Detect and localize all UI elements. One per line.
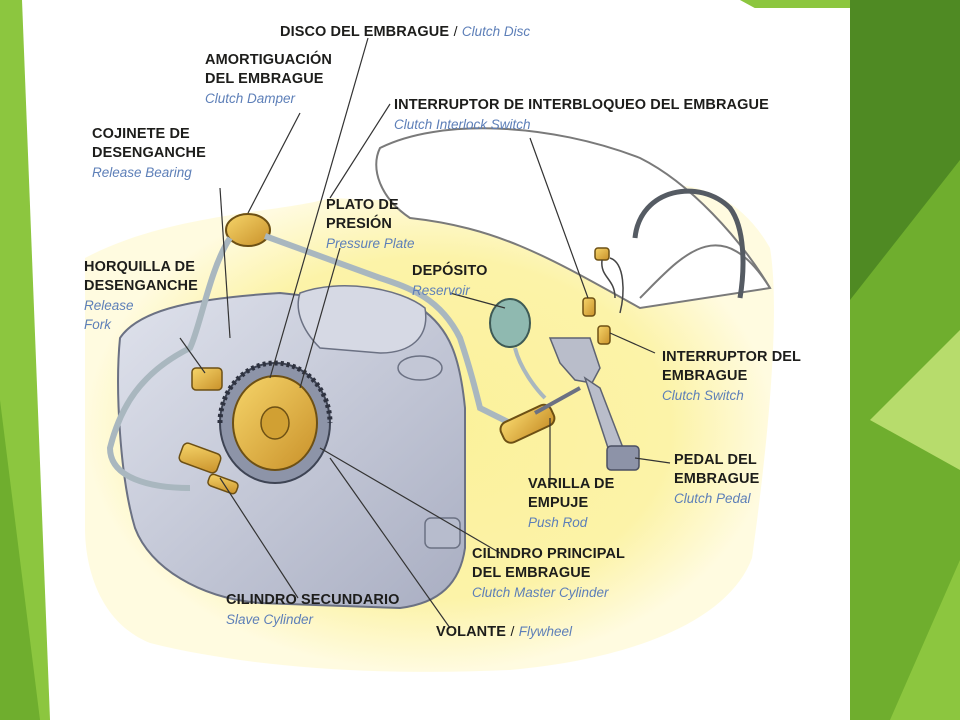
label-clutch-switch: INTERRUPTOR DEL EMBRAGUE Clutch Switch xyxy=(662,348,801,405)
engine-mount xyxy=(424,517,461,549)
label-reservoir-es: DEPÓSITO xyxy=(412,263,488,279)
leader-reservoir xyxy=(449,292,506,309)
release-fork-part xyxy=(191,367,223,391)
label-clutch-pedal-es-1: PEDAL DEL xyxy=(674,452,757,468)
label-interlock-switch-es: INTERRUPTOR DE INTERBLOQUEO DEL EMBRAGUE xyxy=(394,97,769,113)
label-push-rod-en: Push Rod xyxy=(528,515,588,530)
label-clutch-pedal: PEDAL DEL EMBRAGUE Clutch Pedal xyxy=(674,451,759,508)
label-reservoir: DEPÓSITO Reservoir xyxy=(412,262,487,300)
hydraulic-line-slave xyxy=(106,236,233,491)
label-flywheel-sep: / xyxy=(510,623,515,639)
label-reservoir-en: Reservoir xyxy=(412,283,470,298)
leader-interlock-2 xyxy=(529,137,589,299)
label-release-bearing-en: Release Bearing xyxy=(92,165,192,180)
clutch-system-diagram: DISCO DEL EMBRAGUE / Clutch Disc AMORTIG… xyxy=(80,8,850,720)
clutch-hub xyxy=(260,406,290,440)
label-clutch-disc: DISCO DEL EMBRAGUE / Clutch Disc xyxy=(280,22,530,42)
master-cylinder-body xyxy=(499,403,556,444)
label-clutch-pedal-es-2: EMBRAGUE xyxy=(674,471,760,487)
label-release-fork-es-1: HORQUILLA DE xyxy=(84,259,196,275)
reservoir-line xyxy=(513,347,547,400)
label-clutch-switch-en: Clutch Switch xyxy=(662,388,744,403)
clutch-damper-part xyxy=(225,213,271,247)
leader-lines xyxy=(179,37,671,629)
leader-flywheel xyxy=(329,457,451,629)
push-rod-part xyxy=(534,386,581,415)
label-pressure-plate: PLATO DE PRESIÓN Pressure Plate xyxy=(326,196,415,253)
label-interlock-switch: INTERRUPTOR DE INTERBLOQUEO DEL EMBRAGUE… xyxy=(394,96,769,134)
label-clutch-damper-en: Clutch Damper xyxy=(205,91,296,106)
leader-pedal xyxy=(634,457,671,464)
diagram-illustration xyxy=(85,37,774,672)
label-flywheel: VOLANTE / Flywheel xyxy=(436,622,572,642)
leader-master-cyl xyxy=(319,447,501,554)
label-master-cylinder: CILINDRO PRINCIPAL DEL EMBRAGUE Clutch M… xyxy=(472,545,625,602)
leader-clutch-disc xyxy=(269,37,369,379)
pedal-pad xyxy=(606,445,640,471)
hydraulic-line xyxy=(263,233,541,431)
label-master-cylinder-es-1: CILINDRO PRINCIPAL xyxy=(472,546,625,562)
label-clutch-disc-es: DISCO DEL EMBRAGUE xyxy=(280,24,450,40)
leader-pressure-plate xyxy=(299,247,341,389)
cable xyxy=(632,188,746,299)
label-release-fork: HORQUILLA DE DESENGANCHE Release Fork xyxy=(84,258,198,334)
switch-wires xyxy=(601,257,624,314)
label-release-fork-es-2: DESENGANCHE xyxy=(84,278,198,294)
label-clutch-disc-en: Clutch Disc xyxy=(461,24,531,39)
switch-connector xyxy=(594,247,610,261)
label-clutch-switch-es-2: EMBRAGUE xyxy=(662,368,748,384)
label-flywheel-es: VOLANTE xyxy=(436,624,506,640)
right-green-facet-pale xyxy=(870,330,960,470)
reservoir-body xyxy=(489,298,531,348)
label-release-bearing-es-2: DESENGANCHE xyxy=(92,145,206,161)
label-release-fork-en-1: Release xyxy=(84,298,134,313)
label-clutch-pedal-en: Clutch Pedal xyxy=(674,491,751,506)
label-clutch-disc-sep: / xyxy=(453,23,458,39)
leader-fork xyxy=(179,337,206,374)
label-slave-cylinder: CILINDRO SECUNDARIO Slave Cylinder xyxy=(226,591,400,629)
label-slave-cylinder-en: Slave Cylinder xyxy=(226,612,314,627)
leader-clutch-switch xyxy=(609,332,656,354)
leader-slave xyxy=(219,477,299,599)
label-pressure-plate-es-2: PRESIÓN xyxy=(326,216,392,232)
label-release-fork-en-2: Fork xyxy=(84,317,111,332)
interlock-switch-part xyxy=(582,297,596,317)
slave-cylinder-rod xyxy=(207,473,239,495)
left-green-facet-shade xyxy=(0,400,40,720)
leader-clutch-damper xyxy=(247,112,301,214)
label-clutch-switch-es-1: INTERRUPTOR DEL xyxy=(662,349,801,365)
engine-top xyxy=(297,285,427,354)
label-master-cylinder-es-2: DEL EMBRAGUE xyxy=(472,565,591,581)
label-release-bearing: COJINETE DE DESENGANCHE Release Bearing xyxy=(92,125,206,182)
label-clutch-damper: AMORTIGUACIÓN DEL EMBRAGUE Clutch Damper xyxy=(205,51,332,108)
leader-bearing xyxy=(219,187,231,339)
label-release-bearing-es-1: COJINETE DE xyxy=(92,126,190,142)
oil-cap xyxy=(397,355,443,381)
label-flywheel-en: Flywheel xyxy=(518,624,573,639)
label-slave-cylinder-es: CILINDRO SECUNDARIO xyxy=(226,592,400,608)
label-clutch-damper-es-2: DEL EMBRAGUE xyxy=(205,71,324,87)
clutch-switch-part xyxy=(597,325,611,345)
label-pressure-plate-es-1: PLATO DE xyxy=(326,197,399,213)
flywheel-teeth xyxy=(217,360,333,424)
label-push-rod-es-1: VARILLA DE xyxy=(528,476,615,492)
label-pressure-plate-en: Pressure Plate xyxy=(326,236,415,251)
leader-interlock xyxy=(329,103,391,199)
dashboard-curve xyxy=(639,244,771,299)
slave-cylinder-part xyxy=(178,442,222,474)
label-clutch-damper-es-1: AMORTIGUACIÓN xyxy=(205,52,332,68)
label-push-rod-es-2: EMPUJE xyxy=(528,495,589,511)
label-push-rod: VARILLA DE EMPUJE Push Rod xyxy=(528,475,614,532)
right-green-facet-mid xyxy=(850,160,960,720)
label-master-cylinder-en: Clutch Master Cylinder xyxy=(472,585,609,600)
label-interlock-switch-en: Clutch Interlock Switch xyxy=(394,117,531,132)
